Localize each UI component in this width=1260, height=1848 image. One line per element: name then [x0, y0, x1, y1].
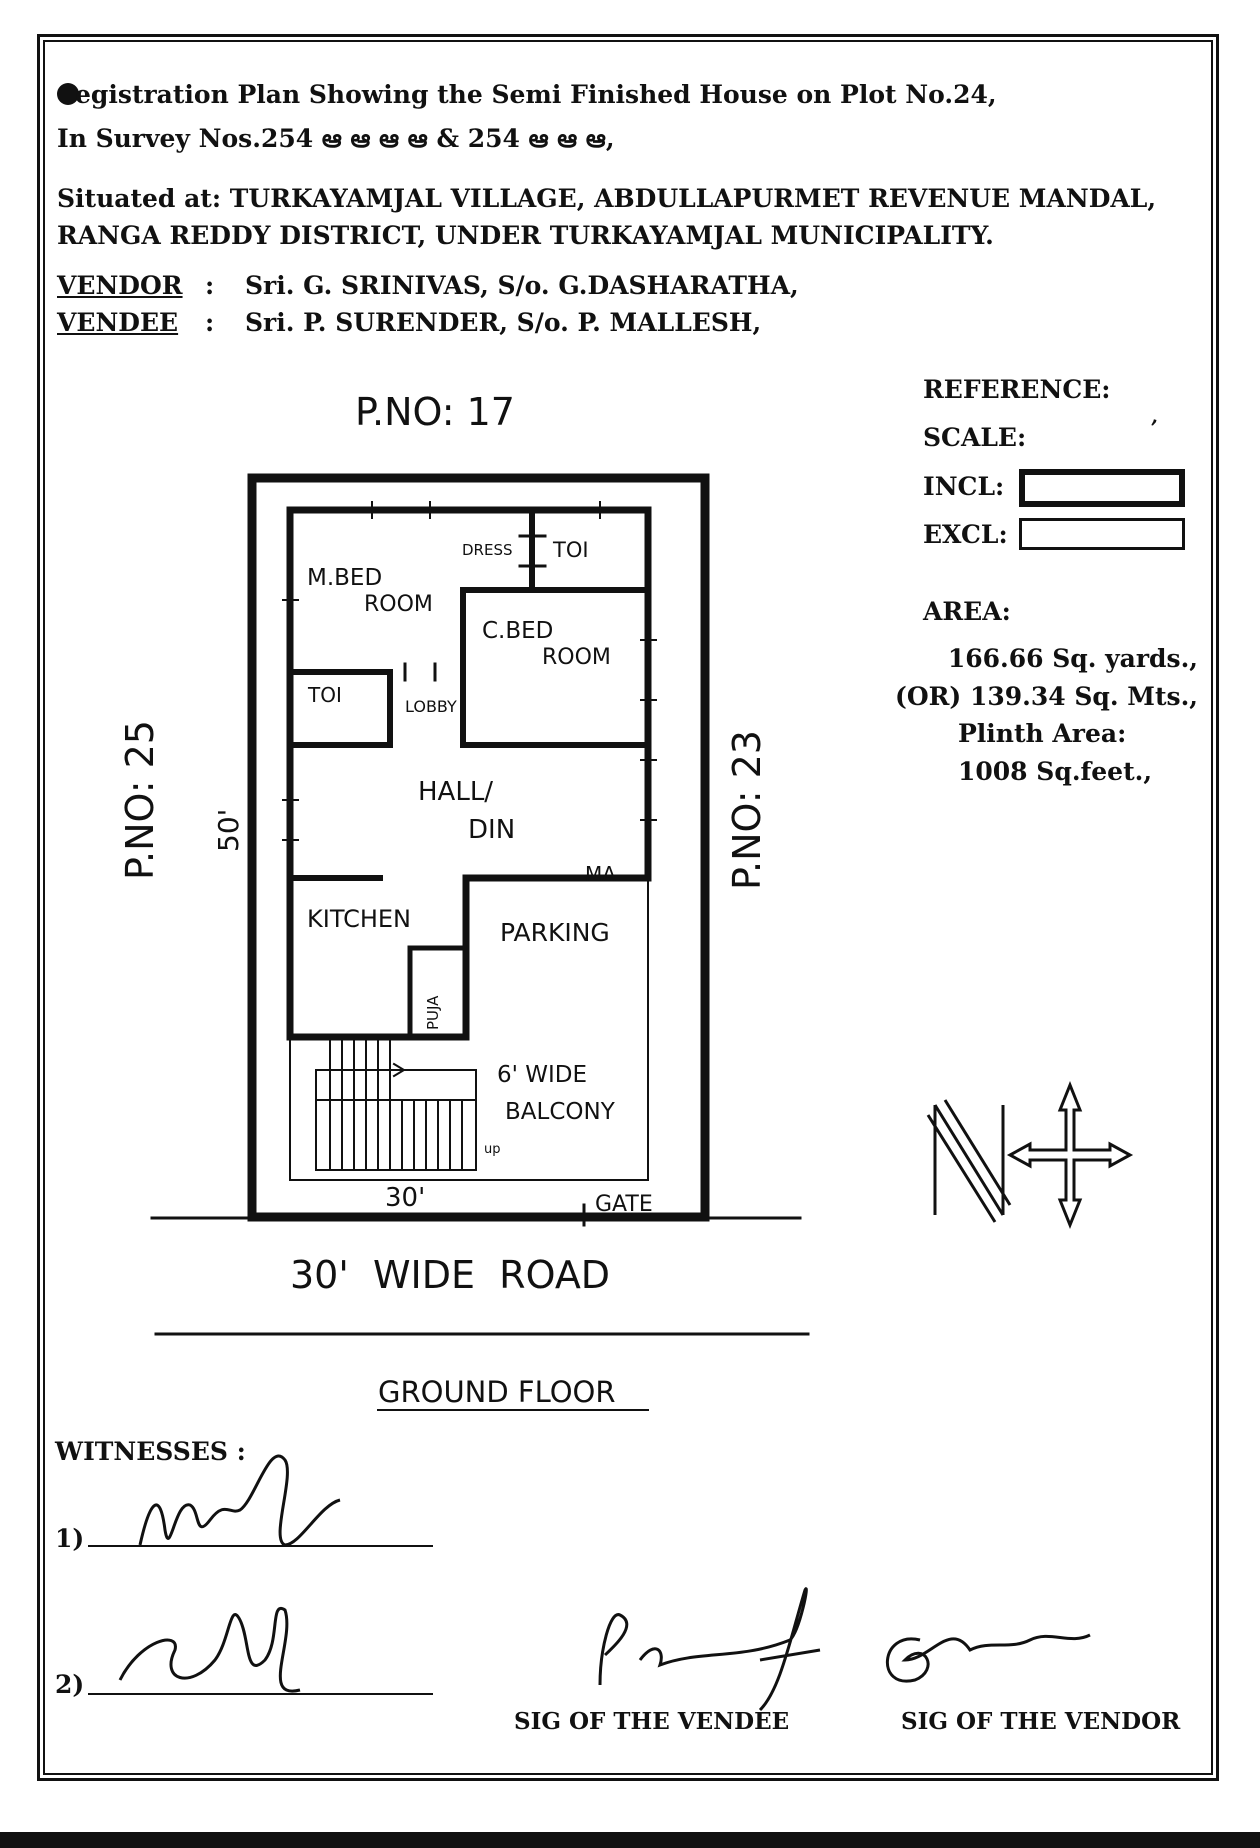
- north-compass-icon: [926, 1080, 1134, 1230]
- vendee-signature-label: SIG OF THE VENDEE: [514, 1708, 790, 1735]
- vendee-value: Sri. P. SURENDER, S/o. P. MALLESH,: [245, 308, 762, 337]
- vendee-signature: [598, 1587, 821, 1712]
- vendee-colon: :: [205, 308, 215, 337]
- incl-legend-box: [1019, 469, 1185, 507]
- witness-2-line: [88, 1693, 433, 1695]
- room-master-bed-line2: ROOM: [364, 592, 433, 617]
- witness-1-line: [88, 1545, 433, 1547]
- reference-label: REFERENCE:: [923, 375, 1111, 404]
- side-dimension-label: 50': [212, 808, 245, 852]
- room-toilet-top: TOI: [553, 538, 589, 562]
- incl-label: INCL:: [923, 472, 1005, 501]
- balcony-line2: BALCONY: [505, 1099, 615, 1125]
- vendee-label: VENDEE: [57, 308, 179, 337]
- bottom-bar: [0, 1832, 1260, 1848]
- room-child-bed-line2: ROOM: [542, 645, 611, 670]
- witness-1-number: 1): [55, 1524, 85, 1553]
- room-lobby: LOBBY: [405, 697, 457, 716]
- outer-border: [37, 34, 1219, 1781]
- inner-border: [43, 40, 1213, 1775]
- excl-label: EXCL:: [923, 520, 1008, 549]
- road-label: 30' WIDE ROAD: [290, 1253, 611, 1297]
- title-line-1: egistration Plan Showing the Semi Finish…: [57, 80, 997, 109]
- excl-legend-box: [1019, 518, 1185, 550]
- vendor-label: VENDOR: [57, 271, 183, 300]
- witness-1-signature: [138, 1454, 341, 1547]
- east-plot-label: P.NO: 23: [725, 730, 769, 890]
- scale-label: SCALE:: [923, 423, 1027, 452]
- front-dimension-label: 30': [385, 1183, 426, 1213]
- room-child-bed-line1: C.BED: [482, 618, 554, 644]
- west-plot-label: P.NO: 25: [118, 720, 162, 880]
- area-label: AREA:: [923, 597, 1011, 626]
- situated-line-1: Situated at: TURKAYAMJAL VILLAGE, ABDULL…: [57, 184, 1157, 213]
- plinth-value: 1008 Sq.feet.,: [958, 757, 1153, 786]
- vendor-colon: :: [205, 271, 215, 300]
- area-metres: (OR) 139.34 Sq. Mts.,: [895, 682, 1198, 711]
- balcony-line1: 6' WIDE: [497, 1062, 588, 1088]
- room-hall-line2: DIN: [468, 815, 516, 845]
- north-plot-label: P.NO: 17: [355, 390, 515, 434]
- room-master-bed-line1: M.BED: [307, 565, 383, 591]
- floor-title: GROUND FLOOR: [378, 1375, 616, 1409]
- title-line-2: In Survey Nos.254 ఆ ఆ ఆ ఆ & 254 ఆ ఆ ఆ,: [57, 124, 615, 153]
- bullet-mark: [57, 83, 79, 105]
- witness-2-number: 2): [55, 1670, 85, 1699]
- vendor-signature: [886, 1633, 1091, 1683]
- room-ma: MA: [585, 862, 616, 886]
- north-symbol-label: N: [930, 1145, 931, 1146]
- situated-line-2: RANGA REDDY DISTRICT, UNDER TURKAYAMJAL …: [57, 221, 994, 250]
- vendor-value: Sri. G. SRINIVAS, S/o. G.DASHARATHA,: [245, 271, 799, 300]
- vendor-row: VENDOR: Sri. G. SRINIVAS, S/o. G.DASHARAT…: [57, 271, 799, 300]
- area-yards: 166.66 Sq. yards.,: [947, 644, 1198, 673]
- gate-label: GATE: [595, 1192, 653, 1217]
- stair-up-label: up: [484, 1142, 501, 1157]
- room-toilet-left: TOI: [308, 683, 342, 707]
- room-dress: DRESS: [462, 541, 513, 559]
- witnesses-label: WITNESSES :: [55, 1437, 246, 1466]
- vendee-row: VENDEE: Sri. P. SURENDER, S/o. P. MALLESH…: [57, 308, 761, 337]
- vendor-signature-label: SIG OF THE VENDOR: [901, 1708, 1181, 1735]
- staircase: [315, 1039, 477, 1171]
- plinth-label: Plinth Area:: [958, 719, 1127, 748]
- witness-2-signature: [118, 1606, 301, 1693]
- room-hall-line1: HALL/: [418, 777, 494, 807]
- room-kitchen: KITCHEN: [307, 905, 411, 933]
- room-pooja: PUJA: [424, 995, 442, 1030]
- room-parking: PARKING: [500, 918, 610, 947]
